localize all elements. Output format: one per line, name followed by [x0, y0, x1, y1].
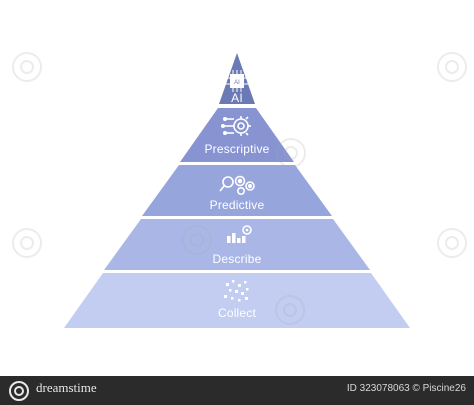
tier-label-prescriptive: Prescriptive: [204, 142, 270, 156]
watermark-icon: [437, 228, 467, 258]
dreamstime-logo-icon: [9, 381, 29, 401]
watermark-icon: [12, 52, 42, 82]
watermark-icon: [12, 228, 42, 258]
ai-chip-icon: AI: [226, 70, 248, 92]
footer-image-id: ID 323078063 © Piscine26: [346, 383, 466, 394]
watermark-icon: [437, 52, 467, 82]
tier-label-predictive: Predictive: [209, 198, 265, 212]
bar-chart-gear-icon: [227, 225, 252, 243]
pyramid-tier-collect: [64, 273, 410, 328]
pyramid-tier-predictive: [142, 165, 332, 216]
footer-bar: dreamstime ID 323078063 © Piscine26: [0, 376, 474, 405]
footer-brand: dreamstime: [36, 380, 97, 395]
watermark-icon: [276, 138, 306, 168]
data-points-icon: [224, 280, 249, 302]
gear-circuit-icon: [221, 116, 251, 136]
tier-label-describe: Describe: [212, 252, 262, 266]
pyramid-tier-describe: [104, 219, 370, 270]
ai-chip-text: AI: [234, 80, 240, 86]
pyramid-diagram: AI: [64, 53, 410, 328]
gears-search-icon: [219, 175, 255, 196]
diagram-canvas: AI: [12, 52, 467, 328]
tier-label-ai: AI: [231, 91, 243, 105]
watermark-icon: [182, 225, 212, 255]
tier-label-collect: Collect: [217, 306, 257, 320]
pyramid-tier-prescriptive: [180, 108, 294, 162]
watermark-icon: [275, 295, 305, 325]
